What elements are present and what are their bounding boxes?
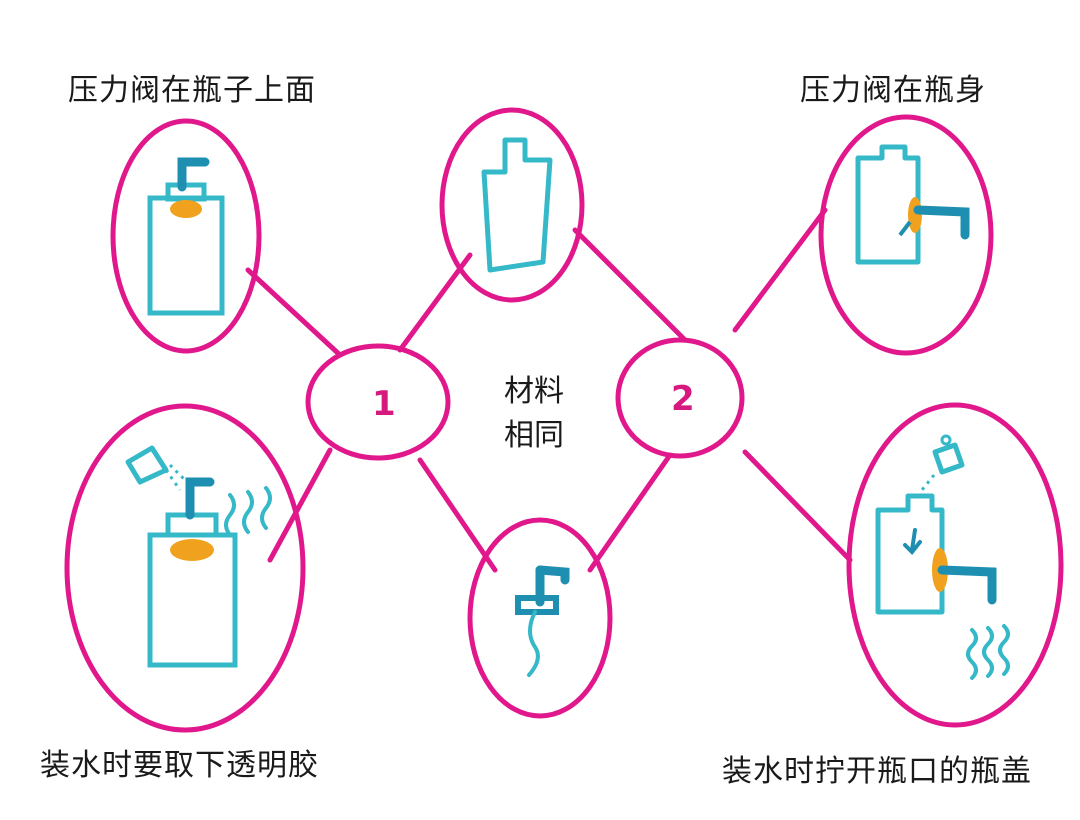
oval-top-center bbox=[439, 107, 585, 303]
center-text: 材料 相同 bbox=[494, 370, 574, 458]
bottle-valve-top-icon bbox=[147, 157, 225, 316]
connector-line bbox=[397, 252, 473, 353]
connector-line bbox=[417, 457, 498, 573]
node-number-2: 2 bbox=[671, 379, 695, 419]
bottle-valve-side-icon bbox=[855, 144, 970, 265]
node-circle-2 bbox=[615, 337, 745, 459]
bottle-plain-icon bbox=[481, 137, 553, 273]
bottle-remove-tape-icon bbox=[125, 445, 272, 668]
node-number-1: 1 bbox=[372, 384, 396, 424]
connector-line bbox=[732, 207, 828, 333]
connector-line bbox=[245, 267, 343, 358]
connector-line bbox=[587, 452, 673, 573]
oval-top-left bbox=[110, 118, 262, 354]
oval-bottom-right bbox=[846, 402, 1064, 728]
valve-tap-icon bbox=[515, 565, 570, 677]
connector-line bbox=[742, 449, 853, 563]
center-text-line1: 材料 bbox=[504, 374, 564, 409]
center-text-line2: 相同 bbox=[504, 418, 564, 453]
label-bottom-right: 装水时拧开瓶口的瓶盖 bbox=[722, 754, 1032, 789]
label-bottom-left: 装水时要取下透明胶 bbox=[40, 748, 319, 783]
oval-bottom-left bbox=[64, 403, 306, 733]
label-top-right: 压力阀在瓶身 bbox=[800, 73, 986, 108]
oval-bottom-center bbox=[467, 517, 613, 719]
bottle-open-cap-icon bbox=[875, 434, 1010, 680]
oval-top-right bbox=[818, 114, 994, 356]
label-top-left: 压力阀在瓶子上面 bbox=[68, 73, 316, 108]
connector-line bbox=[572, 227, 688, 343]
node-circle-1 bbox=[305, 343, 451, 461]
connector-line bbox=[267, 447, 333, 563]
